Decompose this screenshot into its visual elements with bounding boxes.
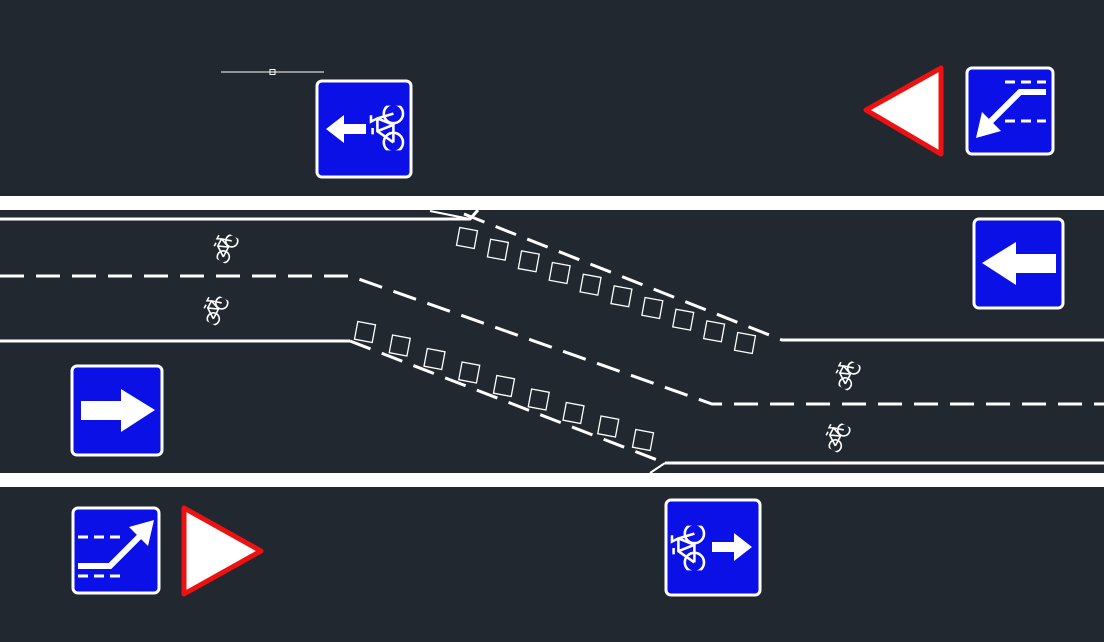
cad-grip-line: [221, 69, 324, 75]
lane-shift-left-sign: [965, 66, 1055, 156]
arrow-icon: [129, 520, 154, 546]
buffer-box: [610, 285, 633, 308]
bike-lane-left-sign: [315, 79, 413, 179]
buffer-box: [455, 226, 479, 250]
lane-divider-dashed: [0, 274, 1104, 406]
arrow-icon: [326, 115, 366, 143]
buffer-box: [457, 361, 481, 384]
cyclists-warning-sign-bottom: [181, 505, 264, 597]
buffer-box: [353, 320, 377, 344]
buffer-boxes-upper: [455, 226, 757, 355]
road-edge-bottom: [0, 473, 1104, 487]
buffer-box: [702, 320, 726, 343]
buffer-boxes-lower: [353, 320, 655, 452]
buffer-box: [527, 388, 551, 411]
lower-lane-shift-dashed: [349, 339, 666, 465]
lane-shift-right-sign: [71, 506, 161, 595]
buffer-box: [579, 273, 602, 296]
buffer-box: [517, 250, 541, 273]
buffer-box: [486, 238, 510, 261]
cyclists-warning-sign: [863, 65, 944, 157]
lower-lane-taper: [649, 462, 666, 474]
arrow-icon: [976, 112, 1001, 138]
buffer-box: [423, 347, 446, 371]
arrow-icon: [712, 533, 752, 561]
buffer-box: [562, 401, 585, 425]
bike-lane-right-sign: [664, 498, 762, 597]
buffer-box: [596, 415, 620, 438]
arrow-icon: [982, 242, 1056, 285]
buffer-box: [492, 374, 516, 398]
road-edge-top: [0, 196, 1104, 210]
one-way-left-sign: [972, 217, 1065, 310]
buffer-box: [733, 331, 757, 355]
buffer-box: [671, 308, 695, 331]
arrow-icon: [81, 389, 155, 432]
buffer-box: [388, 334, 412, 357]
buffer-box: [548, 261, 571, 285]
buffer-box: [641, 296, 664, 320]
buffer-box: [631, 428, 655, 452]
one-way-right-sign: [70, 364, 164, 457]
upper-lane-taper: [429, 210, 471, 220]
